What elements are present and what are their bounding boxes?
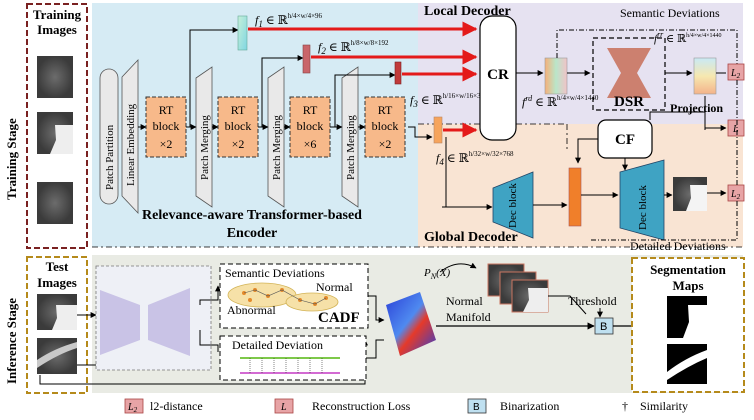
cf-label: CF: [615, 132, 635, 148]
svg-text:×2: ×2: [160, 137, 173, 151]
cr-module: [479, 15, 517, 141]
legend-l2: l2-distance: [150, 399, 203, 413]
svg-text:RT: RT: [159, 103, 174, 117]
feature-f3: [394, 61, 402, 85]
detailed-deviation-label: Detailed Deviation: [232, 338, 323, 352]
svg-text:L: L: [280, 402, 287, 413]
legend: L2 l2-distance L Reconstruction Loss B B…: [124, 398, 688, 414]
patch-merging-1: [195, 66, 213, 208]
threshold-label: Threshold: [568, 294, 617, 308]
global-decoder-title: Global Decoder: [424, 230, 518, 245]
encoder-title-1: Relevance-aware Transformer-based: [142, 208, 362, 223]
rt-block-3: RT block ×6: [289, 96, 331, 158]
rt-block-1: RT block ×2: [145, 96, 187, 158]
anomaly-heatmap: [386, 292, 436, 356]
px-label: PN(X): [423, 267, 450, 281]
feature-f2: [302, 44, 311, 74]
feature-frr: [693, 57, 717, 95]
patch-merging-2: [267, 66, 285, 208]
training-image-2-defect: [50, 125, 73, 154]
patch-merging-1-label: Patch Merging: [199, 115, 211, 180]
abnormal-label: Abnormal: [227, 303, 276, 317]
svg-text:block: block: [297, 119, 324, 133]
rt-block-4: RT block ×2: [364, 96, 406, 158]
legend-binarization: Binarization: [500, 399, 559, 413]
legend-similarity: Similarity: [640, 399, 688, 413]
training-image-3: [37, 182, 73, 224]
feature-f4: [433, 116, 443, 144]
svg-text:RT: RT: [231, 103, 246, 117]
test-images-title-1: Test: [46, 259, 69, 274]
dsr-hourglass: [607, 48, 651, 98]
svg-text:block: block: [225, 119, 252, 133]
loss-l-mid: [727, 119, 745, 137]
svg-text:block: block: [372, 119, 399, 133]
training-images-title-2: Images: [37, 22, 77, 37]
svg-text:B: B: [600, 321, 607, 333]
svg-text:L2: L2: [730, 68, 741, 80]
svg-text:block: block: [153, 119, 180, 133]
cr-label: CR: [487, 67, 509, 83]
svg-text:×2: ×2: [379, 137, 392, 151]
encoder-title-2: Encoder: [227, 226, 278, 241]
svg-text:×2: ×2: [232, 137, 245, 151]
normal-cluster: [285, 292, 339, 312]
seg-title-1: Segmentation: [650, 262, 727, 277]
training-stage-label: Training Stage: [4, 118, 19, 200]
patch-partition: [99, 68, 119, 205]
loss-l2-bottom: [727, 184, 745, 202]
svg-text:×6: ×6: [304, 137, 317, 151]
inference-semantic-deviations: Semantic Deviations: [225, 266, 325, 280]
feature-f1: [237, 15, 248, 51]
dsr-box: [592, 37, 666, 111]
semantic-deviations-top: Semantic Deviations: [620, 6, 720, 20]
rt-block-2: RT block ×2: [217, 96, 259, 158]
local-decoder-title: Local Decoder: [424, 4, 511, 19]
svg-text:RT: RT: [378, 103, 393, 117]
feature-global: [568, 167, 582, 227]
normal-label: Normal: [316, 280, 353, 294]
dec-block-2-label: Dec block: [637, 185, 649, 230]
svg-text:RT: RT: [303, 103, 318, 117]
patch-merging-3-label: Patch Merging: [345, 115, 357, 180]
cadf-label: CADF: [318, 310, 360, 326]
patch-merging-2-label: Patch Merging: [271, 115, 283, 180]
normal-manifold-1: Normal: [446, 294, 483, 308]
svg-text:L: L: [732, 124, 739, 135]
test-images-title-2: Images: [37, 275, 77, 290]
feature-frd: [544, 57, 568, 95]
svg-text:L2: L2: [127, 402, 138, 414]
dsr-label: DSR: [614, 94, 644, 110]
detailed-deviations-label: Detailed Deviations: [630, 239, 726, 253]
dec-block-1: [492, 171, 534, 239]
svg-text:B: B: [473, 402, 480, 413]
linear-embedding-label: Linear Embedding: [125, 103, 137, 186]
svg-text:L2: L2: [730, 189, 741, 201]
linear-embedding: [121, 58, 139, 215]
projection-label: Projection: [670, 101, 723, 115]
seg-title-2: Maps: [672, 278, 703, 293]
inference-stage-label: Inference Stage: [4, 298, 19, 384]
semantic-dashed-top: [556, 29, 680, 58]
patch-merging-3: [341, 66, 359, 208]
svg-text:†: †: [622, 399, 628, 413]
legend-recon: Reconstruction Loss: [312, 399, 411, 413]
training-image-1: [37, 56, 73, 98]
loss-l2-top: [727, 63, 745, 81]
patch-partition-label: Patch Partition: [104, 124, 116, 190]
backbone-hourglass: [100, 290, 140, 355]
normal-manifold-2: Manifold: [446, 310, 491, 324]
dec-block-1-label: Dec block: [507, 183, 519, 228]
training-images-title-1: Training: [33, 7, 82, 22]
